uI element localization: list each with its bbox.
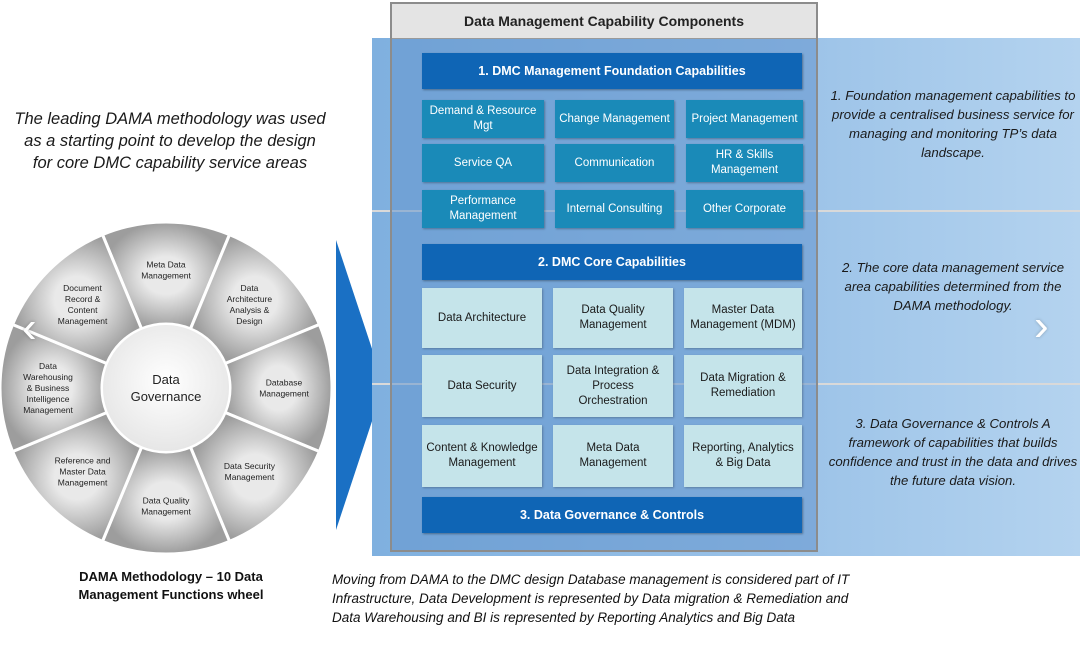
capability-cell: Data Security — [422, 355, 542, 417]
capability-cell: Data Quality Management — [553, 288, 673, 348]
capability-cell: Communication — [555, 144, 674, 182]
governance-note: 3. Data Governance & Controls A framewor… — [828, 416, 1078, 488]
intro-text: The leading DAMA methodology was used as… — [14, 110, 326, 172]
wheel-caption: DAMA Methodology – 10 Data Management Fu… — [78, 569, 264, 602]
capability-cell: HR & Skills Management — [686, 144, 803, 182]
panel-title: Data Management Capability Components — [392, 4, 816, 39]
section1-header: 1. DMC Management Foundation Capabilitie… — [422, 53, 802, 89]
capability-cell: Meta Data Management — [553, 425, 673, 487]
wheel-center — [101, 323, 231, 453]
capability-cell: Content & Knowledge Management — [422, 425, 542, 487]
section3-header: 3. Data Governance & Controls — [422, 497, 802, 533]
capability-cell: Demand & Resource Mgt — [422, 100, 544, 138]
capability-cell: Project Management — [686, 100, 803, 138]
capability-cell: Data Architecture — [422, 288, 542, 348]
core-note: 2. The core data management service area… — [841, 260, 1065, 313]
capability-cell: Other Corporate — [686, 190, 803, 228]
chevron-left-icon[interactable]: ‹ — [22, 303, 37, 352]
capability-cell: Performance Management — [422, 190, 544, 228]
capability-cell: Internal Consulting — [555, 190, 674, 228]
capability-cell: Reporting, Analytics & Big Data — [684, 425, 802, 487]
capability-cell: Change Management — [555, 100, 674, 138]
flow-arrow — [336, 240, 384, 530]
capability-cell: Master Data Management (MDM) — [684, 288, 802, 348]
section2-header: 2. DMC Core Capabilities — [422, 244, 802, 280]
capability-cell: Service QA — [422, 144, 544, 182]
capability-cell: Data Integration & Process Orchestration — [553, 355, 673, 417]
chevron-right-icon[interactable]: › — [1034, 301, 1049, 350]
capability-cell: Data Migration & Remediation — [684, 355, 802, 417]
bottom-note: Moving from DAMA to the DMC design Datab… — [332, 572, 850, 625]
foundation-note: 1. Foundation management capabilities to… — [830, 88, 1076, 160]
